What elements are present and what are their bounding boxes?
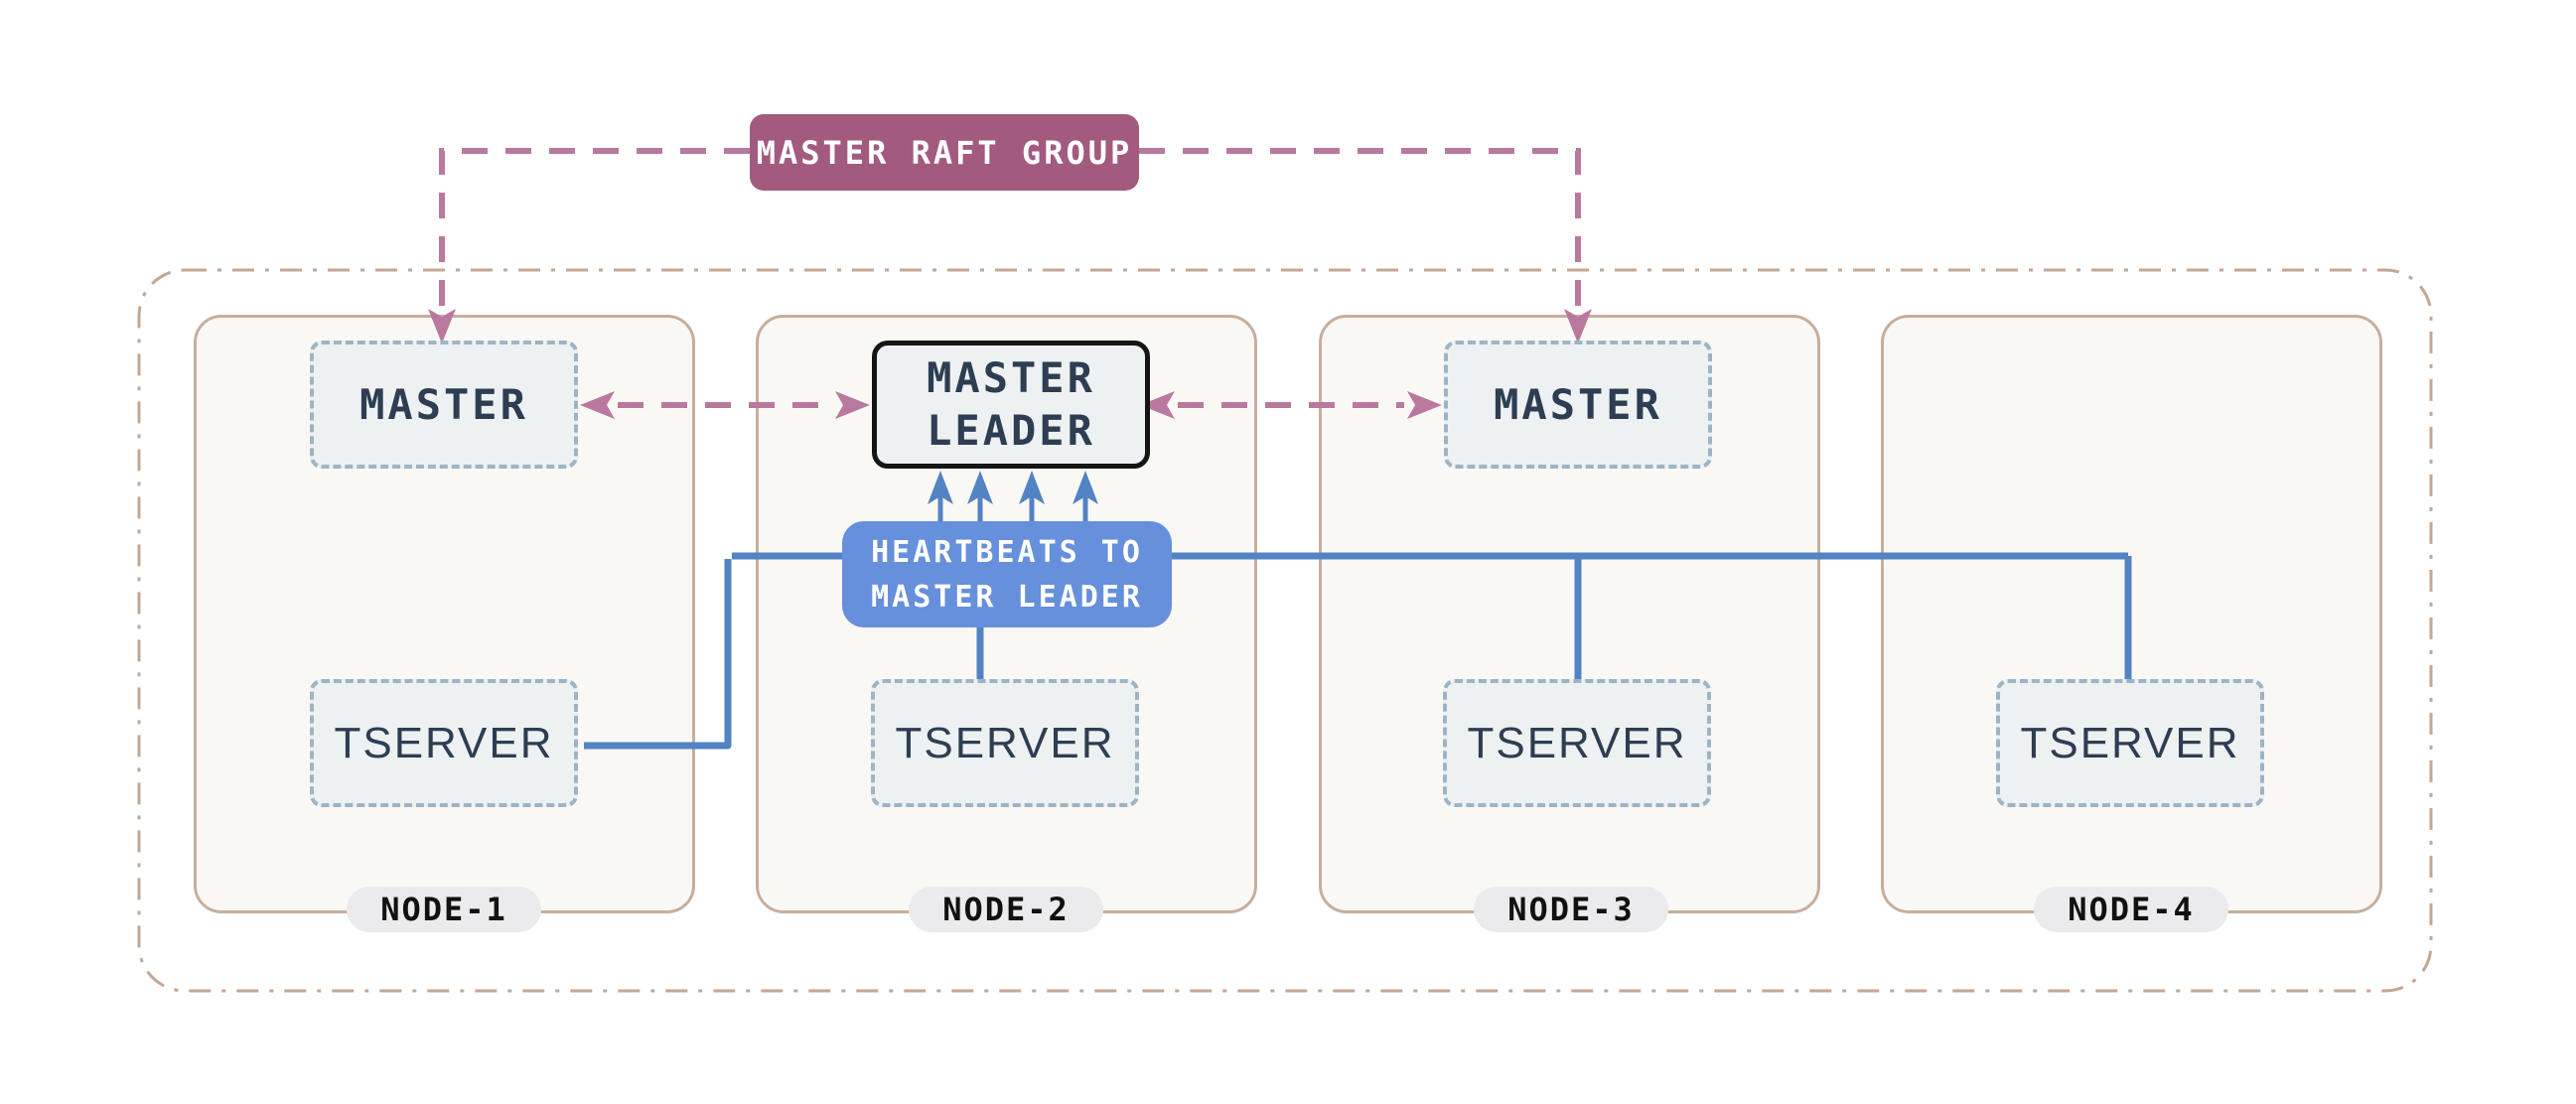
raft-arrowhead-leader-left-icon xyxy=(835,391,870,419)
raft-arrowhead-master3-icon xyxy=(1407,391,1442,419)
master-raft-group-label: MASTER RAFT GROUP xyxy=(750,114,1139,191)
node-1-label: NODE-1 xyxy=(347,887,541,932)
heartbeat-arrowhead-1-icon xyxy=(928,471,953,504)
raft-arrowhead-node3-icon xyxy=(1564,309,1592,344)
node-3-master-box: MASTER xyxy=(1444,341,1712,469)
node-1-tserver-box: TSERVER xyxy=(310,679,578,807)
node-4-tserver-text: TSERVER xyxy=(2020,718,2240,767)
raft-arrowhead-master1-icon xyxy=(580,391,615,419)
raft-link-right xyxy=(1139,148,1581,306)
node-4-label: NODE-4 xyxy=(2034,887,2228,932)
node-2-tserver-box: TSERVER xyxy=(871,679,1139,807)
raft-link-left xyxy=(439,148,750,306)
node-1-master-text: MASTER xyxy=(359,380,528,429)
master-leader-text: MASTER LEADER xyxy=(927,353,1095,455)
heartbeats-text-line2: MASTER LEADER xyxy=(871,579,1143,615)
master-leader-box: MASTER LEADER xyxy=(872,341,1150,469)
node-3-label: NODE-3 xyxy=(1474,887,1668,932)
node-1-tserver-text: TSERVER xyxy=(334,718,554,767)
heartbeat-arrowhead-3-icon xyxy=(1019,471,1045,504)
node-3-tserver-text: TSERVER xyxy=(1467,718,1687,767)
node-2-label-text: NODE-2 xyxy=(942,891,1070,928)
node-2-tserver-text: TSERVER xyxy=(895,718,1115,767)
node-3-tserver-box: TSERVER xyxy=(1443,679,1711,807)
heartbeats-text-line1: HEARTBEATS TO xyxy=(871,534,1143,570)
raft-arrowhead-node1-icon xyxy=(428,309,456,344)
node-4-tserver-box: TSERVER xyxy=(1996,679,2264,807)
node-1-master-box: MASTER xyxy=(310,341,578,469)
raft-arrowhead-leader-right-icon xyxy=(1140,391,1175,419)
heartbeat-elbow-tserver1 xyxy=(584,559,732,750)
node-3-master-text: MASTER xyxy=(1494,380,1662,429)
node-3-label-text: NODE-3 xyxy=(1507,891,1635,928)
master-raft-group-text: MASTER RAFT GROUP xyxy=(756,133,1133,172)
heartbeat-arrowhead-4-icon xyxy=(1073,471,1098,504)
cluster-boundary xyxy=(137,268,2433,993)
node-4-label-text: NODE-4 xyxy=(2068,891,2195,928)
node-1-label-text: NODE-1 xyxy=(380,891,507,928)
heartbeat-arrowhead-2-icon xyxy=(967,471,993,504)
heartbeats-label: HEARTBEATS TO MASTER LEADER xyxy=(842,521,1172,627)
node-2-label: NODE-2 xyxy=(909,887,1103,932)
